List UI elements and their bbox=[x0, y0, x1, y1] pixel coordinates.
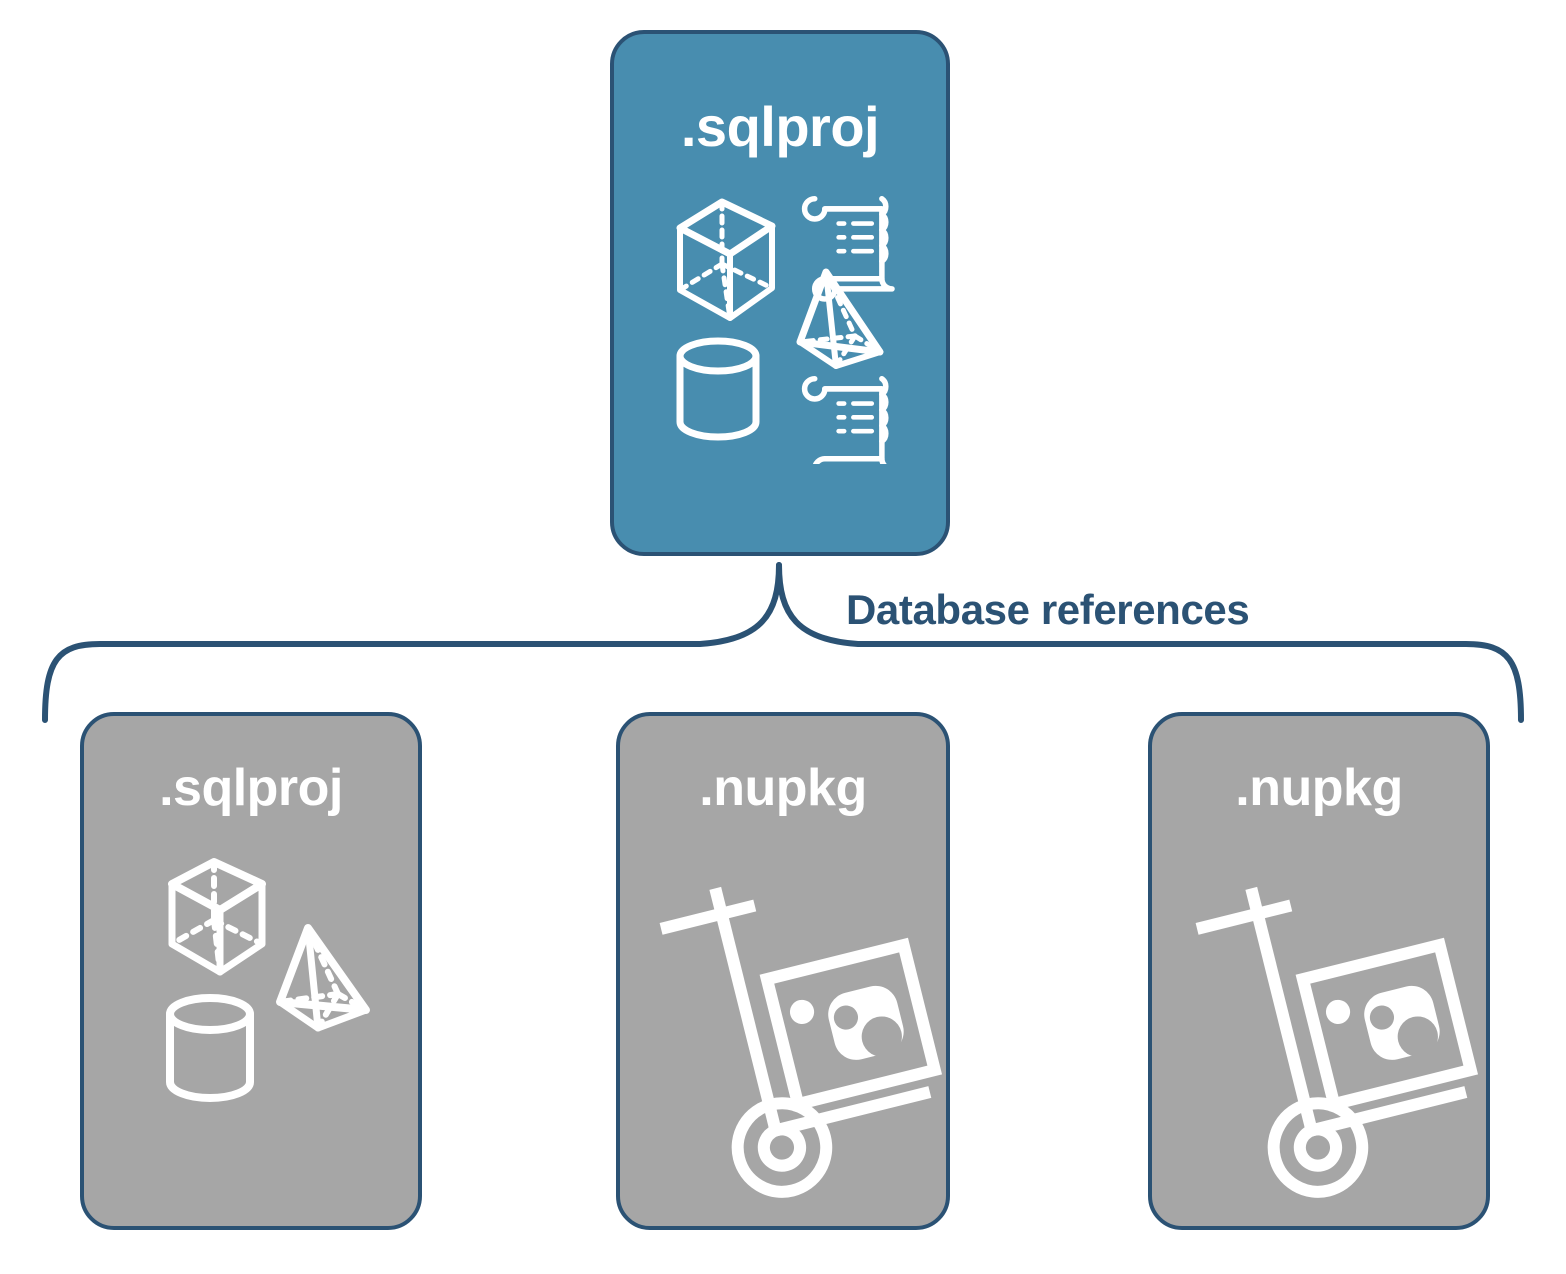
node-label: .sqlproj bbox=[159, 759, 343, 817]
node-icon-group bbox=[666, 184, 902, 464]
package-box-icon bbox=[1295, 937, 1479, 1112]
node-card-sqlproj-root[interactable]: .sqlproj bbox=[610, 30, 950, 556]
node-label: .sqlproj bbox=[680, 95, 880, 158]
node-icon-group bbox=[84, 856, 418, 1198]
hand-truck-package-icon bbox=[659, 886, 943, 1198]
cube-icon bbox=[676, 198, 776, 321]
cube-icon bbox=[168, 858, 266, 976]
node-card-nupkg-1[interactable]: .nupkg bbox=[616, 712, 950, 1230]
database-references-bracket bbox=[42, 562, 1524, 723]
wheel-icon bbox=[1267, 1097, 1369, 1198]
node-card-sqlproj-ref[interactable]: .sqlproj bbox=[80, 712, 422, 1230]
database-objects-icon bbox=[166, 858, 370, 1102]
wheel-icon bbox=[731, 1097, 833, 1198]
scroll-icon bbox=[801, 195, 895, 302]
node-icon-group bbox=[620, 856, 946, 1198]
node-card-nupkg-2[interactable]: .nupkg bbox=[1148, 712, 1490, 1230]
cylinder-icon bbox=[676, 337, 760, 441]
hand-truck-package-icon bbox=[1195, 886, 1479, 1198]
pyramid-icon bbox=[796, 268, 884, 369]
scroll-icon bbox=[801, 375, 889, 464]
connector-label: Database references bbox=[846, 586, 1250, 633]
cylinder-icon bbox=[166, 994, 254, 1102]
node-icon-group bbox=[1152, 856, 1486, 1198]
database-objects-icon bbox=[676, 195, 895, 464]
node-label: .nupkg bbox=[699, 759, 867, 817]
package-box-icon bbox=[759, 937, 943, 1112]
node-label: .nupkg bbox=[1235, 759, 1403, 817]
pyramid-icon bbox=[276, 924, 370, 1032]
